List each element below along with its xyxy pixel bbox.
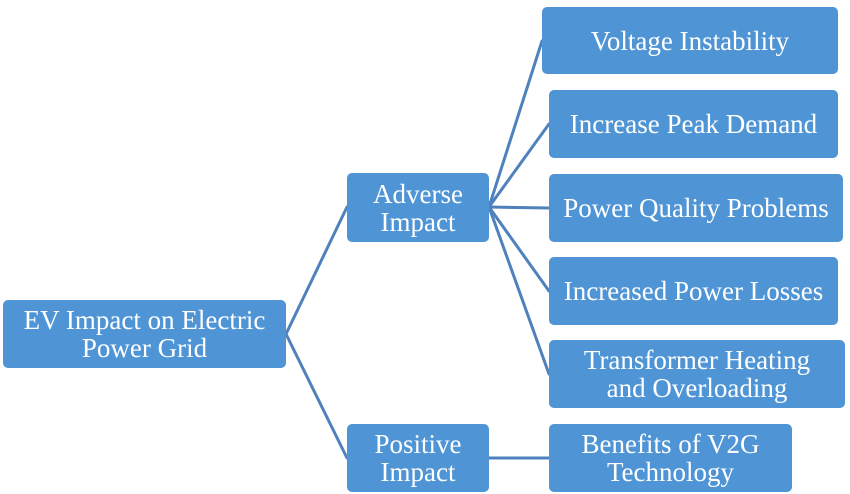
connector-adverse-transformer xyxy=(487,205,551,376)
leaf-node-increased-power-losses: Increased Power Losses xyxy=(549,257,838,325)
leaf-node-label: Transformer Heating and Overloading xyxy=(583,345,811,403)
root-node-label: EV Impact on Electric Power Grid xyxy=(23,305,266,363)
root-node: EV Impact on Electric Power Grid xyxy=(3,300,286,368)
connector-adverse-voltage xyxy=(487,39,544,209)
leaf-node-power-quality-problems: Power Quality Problems xyxy=(549,174,843,242)
leaf-node-benefits-v2g: Benefits of V2G Technology xyxy=(549,424,792,492)
leaf-node-increase-peak-demand: Increase Peak Demand xyxy=(549,90,838,158)
branch-node-adverse-label: Adverse Impact xyxy=(373,178,463,237)
connector-root-positive xyxy=(284,332,349,460)
branch-node-positive-label: Positive Impact xyxy=(374,429,462,487)
connector-adverse-peak xyxy=(487,122,551,209)
connector-root-adverse xyxy=(284,205,349,336)
branch-node-positive: Positive Impact xyxy=(347,424,489,492)
leaf-node-label: Voltage Instability xyxy=(590,25,790,56)
leaf-node-label: Increase Peak Demand xyxy=(569,109,818,139)
connector-adverse-quality xyxy=(487,205,551,210)
leaf-node-label: Power Quality Problems xyxy=(563,193,829,223)
connector-adverse-losses xyxy=(487,205,551,293)
branch-node-adverse: Adverse Impact xyxy=(347,173,489,242)
leaf-node-voltage-instability: Voltage Instability xyxy=(542,7,838,74)
leaf-node-label: Increased Power Losses xyxy=(563,276,824,306)
leaf-node-label: Benefits of V2G Technology xyxy=(581,429,760,487)
leaf-node-transformer-heating: Transformer Heating and Overloading xyxy=(549,340,845,408)
